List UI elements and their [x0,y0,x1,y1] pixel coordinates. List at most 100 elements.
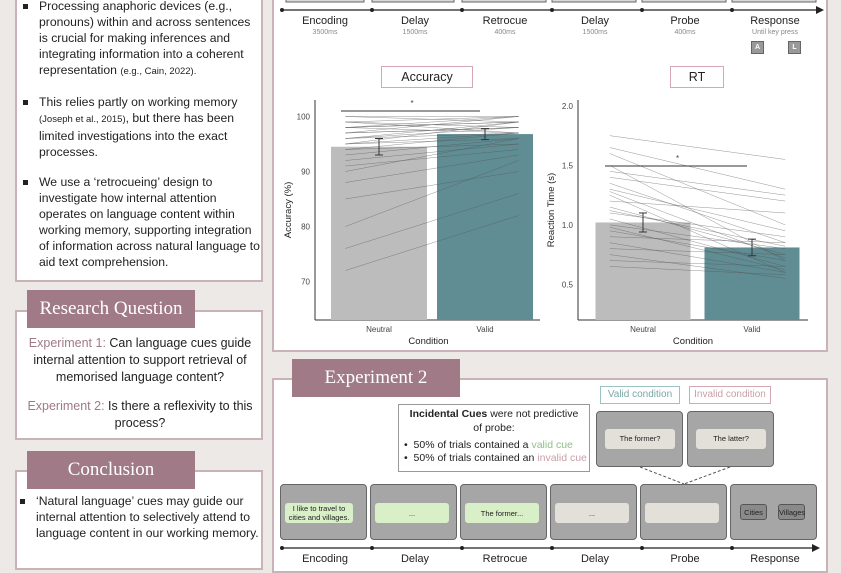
participant-line [345,160,519,227]
research-question-exp1: Experiment 1: Can language cues guide in… [22,335,258,386]
valid-speech-bubble: The former? [605,429,675,449]
incidental-cues-desc: were not predictive of probe: [473,408,579,434]
y-tick-label: 1.0 [562,221,574,230]
invalid-connector [683,466,731,485]
timeline-tick-2 [460,8,464,12]
note-item-valid: • 50% of trials contained a valid cue [404,439,573,451]
participant-line [609,260,786,267]
exp2-timeline-tick-0 [280,546,284,550]
participant-line [609,218,786,267]
participant-line [609,194,786,273]
exp2-timeline-arrowhead [812,544,820,552]
note-item-valid-text: 50% of trials contained a [413,439,529,451]
invalid-condition-label: Invalid condition [689,386,771,404]
participant-line [345,143,519,150]
participant-line [609,206,786,255]
timeline-tick-5 [730,8,734,12]
intro-bullet-2-text-end: , but there has been limited investigati… [39,111,235,159]
exp2-timeline-label-encoding: Encoding [302,553,348,565]
timeline-arrowhead [816,6,824,14]
exp1-timeline [280,0,824,14]
timeline-label-probe: Probe [670,15,700,27]
exp2-timeline-label-probe: Probe [670,553,700,565]
participant-line [609,242,786,273]
timeline-tick-0 [280,8,284,12]
participant-line [345,116,519,128]
key-a: A [751,41,764,54]
research-question-header: Research Question [27,290,195,328]
introduction-panel [15,0,263,282]
invalid-cue-text: invalid cue [537,452,587,464]
y-axis-title: Accuracy (%) [283,182,294,238]
timeline-label-delay: Delay [400,15,430,27]
research-question-exp2: Experiment 2: Is there a reflexivity to … [22,398,258,432]
conclusion-bullet: ‘Natural language’ cues may guide our in… [17,493,260,541]
probe-connector-lines [639,466,731,485]
participant-line [609,191,786,259]
exp1-label: Experiment 1: [28,336,106,350]
intro-bullet-1: Processing anaphoric devices (e.g., pron… [20,0,262,80]
timeline-screen-stub [461,0,547,3]
timeline-duration-retrocue: 400ms [494,29,516,36]
participant-line [345,138,519,172]
participant-line [609,236,786,243]
incidental-cues-heading: Incidental Cues were not predictive of p… [399,405,589,435]
bar-valid [437,134,533,320]
participant-line [345,121,519,145]
x-tick-label: Valid [743,325,760,334]
intro-bullet-3: We use a ‘retrocueing’ design to investi… [20,174,262,270]
x-tick-label: Neutral [366,325,392,334]
conclusion-text: ‘Natural language’ cues may guide our in… [36,494,259,540]
participant-line [609,266,786,276]
valid-condition-label: Valid condition [600,386,680,404]
intro-bullet-3-text: We use a ‘retrocueing’ design to investi… [39,175,260,269]
participant-line [609,147,786,190]
participant-line [345,149,519,167]
bar-valid [704,247,800,320]
timeline-screen-stub [641,0,727,3]
participant-line [345,132,519,145]
participant-line [609,248,786,255]
invalid-speech-bubble: The latter? [696,429,766,449]
timeline-label-delay: Delay [580,15,610,27]
timeline-tick-4 [640,8,644,12]
participant-line [345,171,519,200]
y-tick-label: 2.0 [562,102,574,111]
participant-line [345,116,519,123]
experiment2-header: Experiment 2 [292,359,460,397]
y-axis-title: Reaction Time (s) [546,173,557,247]
timeline-tick-3 [550,8,554,12]
timeline-screen-stub [731,0,817,3]
participant-line [345,143,519,161]
participant-line [609,254,786,279]
exp2-timeline-tick-5 [730,546,734,550]
key-l: L [788,41,801,54]
participant-line [609,227,786,271]
x-tick-label: Valid [476,325,493,334]
participant-line [609,171,786,196]
exp2-timeline-tick-2 [460,546,464,550]
y-tick-label: 1.5 [562,161,574,170]
exp2-timeline-tick-4 [640,546,644,550]
incidental-cues-note: Incidental Cues were not predictive of p… [398,404,590,472]
intro-bullet-2-text: This relies partly on working memory [39,95,238,109]
exp2-timeline [280,544,820,552]
note-item-invalid-text: 50% of trials contained an [413,452,535,464]
intro-bullet-1-text: Processing anaphoric devices (e.g., pron… [39,0,251,77]
exp2-timeline-label-delay: Delay [580,553,610,565]
timeline-label-encoding: Encoding [302,15,348,27]
timeline-screen-stub [371,0,455,3]
bar-neutral [331,146,427,320]
participant-line [609,135,786,160]
participant-line [345,121,519,128]
x-tick-label: Neutral [630,325,656,334]
exp2-timeline-label-delay: Delay [400,553,430,565]
participant-line [345,132,519,139]
timeline-duration-encoding: 3500ms [312,29,338,36]
participant-line [609,224,786,249]
intro-bullet-2: This relies partly on working memory (Jo… [20,94,262,160]
participant-line [345,154,519,183]
exp2-timeline-label-response: Response [750,553,800,565]
timeline-label-retrocue: Retrocue [482,15,528,27]
